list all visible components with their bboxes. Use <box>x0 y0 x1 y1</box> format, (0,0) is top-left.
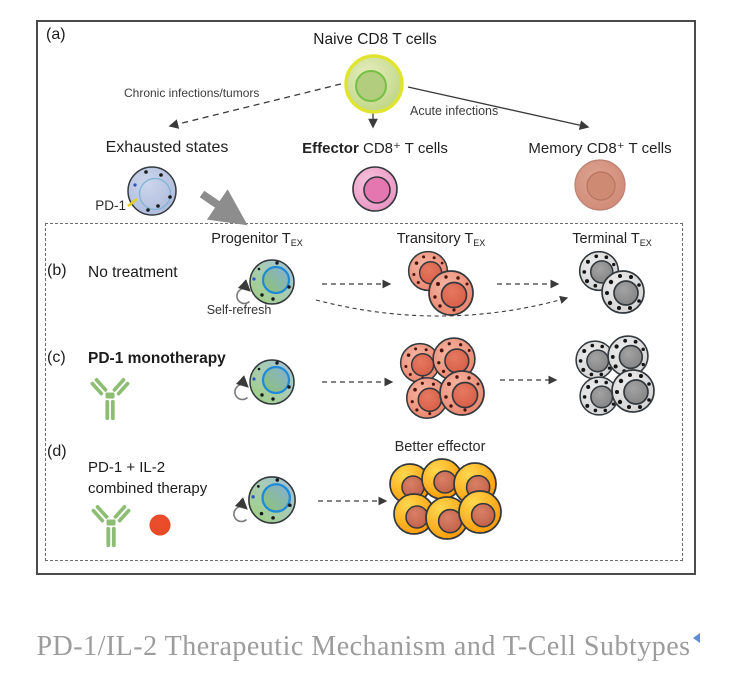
progenitor-cell-b <box>248 258 296 306</box>
transitory-pair-b <box>407 250 474 316</box>
self-refresh-icon-d <box>234 507 247 522</box>
self-refresh-icon <box>237 289 250 304</box>
effector-cell <box>352 166 398 212</box>
naive-cell <box>344 54 404 114</box>
better-effector-label: Better effector <box>394 439 486 455</box>
terminal-pair-b <box>578 250 645 314</box>
arrow-b-prog-to-term-curved <box>315 295 569 317</box>
chronic-infections-label: Chronic infections/tumors <box>124 86 260 100</box>
antibody-icon-c <box>89 377 131 420</box>
exhausted-label: Exhausted states <box>105 139 229 156</box>
terminal-cluster-c <box>575 335 655 416</box>
row-b-label: (b) <box>47 262 67 279</box>
progenitor-cell-c <box>248 358 296 406</box>
naive-title: Naive CD8 T cells <box>313 31 437 48</box>
row-d-title-line1: PD-1 + IL-2 <box>88 459 166 476</box>
antibody-icon-d <box>90 504 132 547</box>
progenitor-cell-d <box>247 475 297 525</box>
effector-label: Effector CD8⁺ T cells <box>302 140 448 157</box>
row-d-label: (d) <box>47 443 67 460</box>
chronic-infections-arrow <box>168 83 342 129</box>
header-terminal: Terminal TEX <box>572 231 652 248</box>
header-transitory: Transitory TEX <box>396 231 486 248</box>
il2-icon-fill <box>149 514 171 536</box>
exhausted-cell <box>127 166 177 216</box>
self-refresh-icon-c <box>235 385 248 400</box>
pd1-label: PD-1 <box>95 198 126 213</box>
transitory-cluster-c <box>399 337 485 420</box>
row-b-title: No treatment <box>88 264 178 281</box>
header-progenitor: Progenitor TEX <box>211 231 303 248</box>
self-refresh-label: Self-refresh <box>206 303 272 317</box>
row-c-label: (c) <box>47 349 66 366</box>
caption-footnote-marker <box>692 633 700 643</box>
figure-caption: PD-1/IL-2 Therapeutic Mechanism and T-Ce… <box>0 631 736 663</box>
exhausted-to-panel-arrow <box>199 189 248 226</box>
panel-a-label: (a) <box>46 26 66 43</box>
treatment-panel-border <box>45 223 683 561</box>
pd1-receptor-tick <box>127 197 138 208</box>
memory-label: Memory CD8⁺ T cells <box>528 140 672 157</box>
better-effector-cluster <box>389 458 502 540</box>
row-d-title-line2: combined therapy <box>88 480 208 497</box>
memory-cell <box>574 159 626 211</box>
acute-infections-arrow <box>407 86 590 130</box>
acute-infections-label: Acute infections <box>410 104 499 118</box>
row-c-title: PD-1 monotherapy <box>88 350 226 367</box>
